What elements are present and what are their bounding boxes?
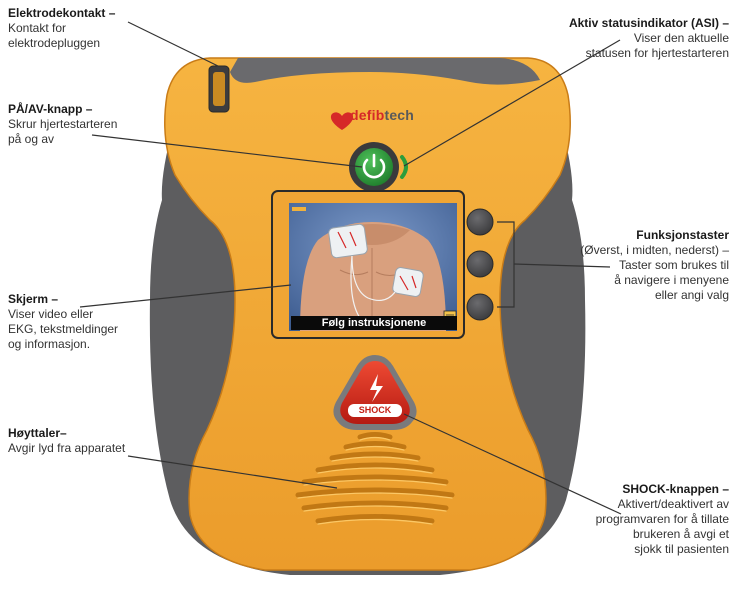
label-title: Aktiv statusindikator (ASI) – (568, 16, 729, 30)
electrode-pad-upper (328, 223, 368, 259)
label-title: Høyttaler– (8, 426, 67, 440)
label-desc: (Øverst, i midten, nederst) – Taster som… (580, 243, 729, 302)
power-icon (362, 158, 386, 179)
label-desc: Kontakt for elektrodepluggen (8, 21, 101, 50)
label-screen: Skjerm – Viser video eller EKG, tekstmel… (8, 292, 178, 352)
function-key-bottom[interactable] (466, 293, 494, 321)
label-electrode-connector: Elektrodekontakt – Kontakt for elektrode… (8, 6, 178, 51)
speaker-grill (295, 432, 455, 524)
label-desc: Aktivert/deaktivert av programvaren for … (595, 497, 729, 556)
label-desc: Viser video eller EKG, tekstmeldinger og… (8, 307, 119, 351)
function-key-middle[interactable] (466, 250, 494, 278)
heart-logo-icon (330, 112, 354, 130)
callout-lines (79, 21, 622, 515)
label-status-indicator: Aktiv statusindikator (ASI) – Viser den … (517, 16, 729, 61)
status-indicator (400, 155, 408, 179)
label-title: Elektrodekontakt – (8, 6, 116, 20)
label-title: Skjerm – (8, 292, 59, 306)
top-cap (230, 58, 540, 85)
brand-logo: defibtech (350, 107, 414, 123)
label-title: SHOCK-knappen – (622, 482, 729, 496)
label-power-button: PÅ/AV-knapp – Skrur hjertestarteren på o… (8, 102, 178, 147)
shock-label: SHOCK (358, 405, 392, 415)
label-shock-button: SHOCK-knappen – Aktivert/deaktivert av p… (545, 482, 729, 557)
lightning-icon (370, 374, 383, 402)
electrode-pad-lower (392, 267, 424, 297)
function-key-top[interactable] (466, 208, 494, 236)
label-desc: Viser den aktuelle statusen for hjertest… (585, 31, 729, 60)
label-function-keys: Funksjonstaster (Øverst, i midten, neder… (545, 228, 729, 303)
screen-message: Følg instruksjonene (291, 316, 457, 330)
label-title: PÅ/AV-knapp – (8, 102, 93, 116)
brand-right: tech (384, 107, 415, 123)
label-desc: Avgir lyd fra apparatet (8, 441, 126, 455)
label-title: Funksjonstaster (636, 228, 729, 242)
brand-left: defib (350, 107, 385, 123)
label-speaker: Høyttaler– Avgir lyd fra apparatet (8, 426, 208, 456)
label-desc: Skrur hjertestarteren på og av (8, 117, 118, 146)
